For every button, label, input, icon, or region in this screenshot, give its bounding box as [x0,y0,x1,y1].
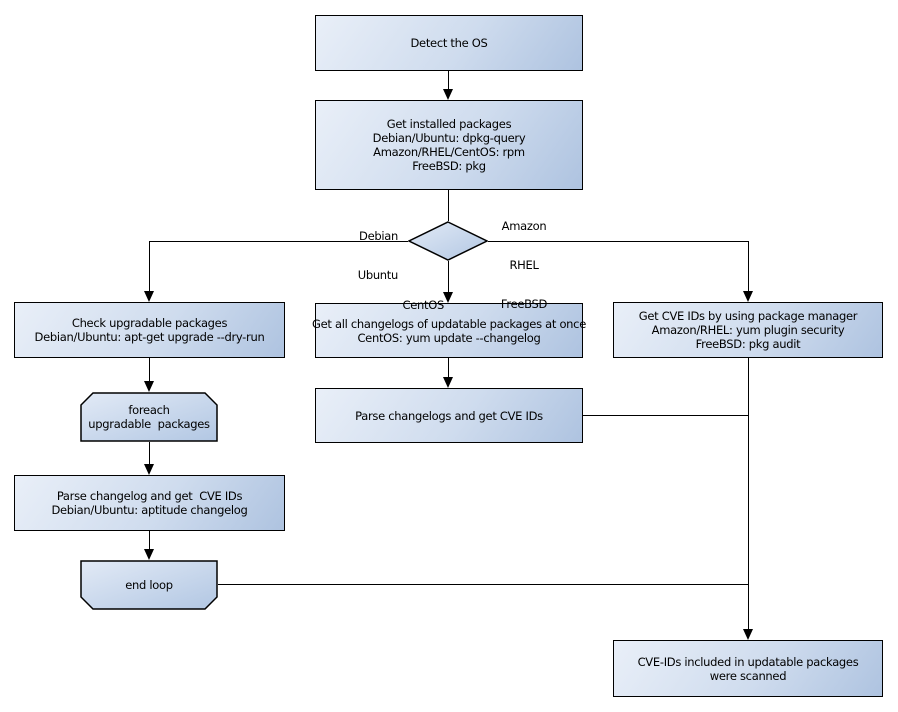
node-get-all-changelogs: Get all changelogs of updatable packages… [312,303,586,358]
node-check-upgradable: Check upgradable packages Debian/Ubuntu:… [14,302,285,358]
arrowhead [144,549,154,560]
node-get-installed-packages: Get installed packages Debian/Ubuntu: dp… [315,100,583,190]
node-scan-result-text: CVE-IDs included in updatable packages [637,654,859,669]
node-detect-os: Detect the OS [315,15,583,71]
connector [218,584,748,585]
node-parse-changelog: Parse changelog and get CVE IDs Debian/U… [14,475,285,531]
node-scan-result: CVE-IDs included in updatable packages w… [613,640,883,697]
loop-end-shape [80,560,218,610]
node-end-loop-text: end loop [125,578,173,592]
node-get-all-changelogs-text: CentOS: yum update --changelog [357,330,541,345]
connector [149,241,408,242]
connector [149,531,150,549]
arrowhead [443,292,453,303]
node-scan-result-text: were scanned [709,668,787,683]
edge-label-line: Debian [359,229,398,243]
connector [448,358,449,377]
connector [448,190,449,221]
arrowhead [144,464,154,475]
connector [448,261,449,292]
edge-label-line: FreeBSD [500,297,548,311]
loop-start-shape [80,392,218,442]
node-parse-changelog-text: Parse changelog and get CVE IDs [56,489,243,503]
edge-label-line: RHEL [509,258,539,272]
edge-label-line: Ubuntu [357,268,399,282]
node-parse-changelog-text: Debian/Ubuntu: aptitude changelog [51,503,248,517]
node-get-cve-ids-text: Amazon/RHEL: yum plugin security [651,323,845,337]
node-get-installed-packages-text: FreeBSD: pkg [412,159,486,173]
node-check-upgradable-text: Debian/Ubuntu: apt-get upgrade --dry-run [34,330,265,344]
node-get-installed-packages-text: Debian/Ubuntu: dpkg-query [372,131,526,145]
node-get-cve-ids-text: Get CVE IDs by using package manager [638,309,858,323]
node-parse-changelogs-text: Parse changelogs and get CVE IDs [355,408,543,423]
connector [748,241,749,291]
connector [583,415,748,416]
node-get-all-changelogs-text: Get all changelogs of updatable packages… [312,316,586,331]
arrowhead [144,291,154,302]
node-get-cve-ids-pkg-manager: Get CVE IDs by using package manager Ama… [613,302,883,358]
connector [748,358,749,629]
edge-label-amazon-rhel-freebsd: Amazon RHEL FreeBSD [493,194,555,337]
arrowhead [144,381,154,392]
diamond-shape [408,221,488,261]
node-foreach-text: foreach [128,403,170,417]
node-get-installed-packages-text: Get installed packages [386,117,512,131]
connector [149,442,150,464]
edge-label-line: CentOS [402,298,445,312]
edge-label-debian-ubuntu: Debian Ubuntu [328,204,399,308]
arrowhead [743,291,753,302]
node-get-installed-packages-text: Amazon/RHEL/CentOS: rpm [373,145,525,159]
edge-label-centos: CentOS [396,273,445,338]
node-get-cve-ids-text: FreeBSD: pkg audit [695,337,801,351]
node-foreach-text: upgradable packages [88,417,210,431]
node-detect-os-text: Detect the OS [410,36,488,50]
node-foreach-loop-start: foreach upgradable packages [80,392,218,442]
node-check-upgradable-text: Check upgradable packages [71,316,228,330]
node-end-loop: end loop [80,560,218,610]
arrowhead [443,377,453,388]
connector [448,71,449,91]
arrowhead [743,629,753,640]
arrowhead [443,89,453,100]
connector [149,358,150,381]
node-parse-changelogs: Parse changelogs and get CVE IDs [315,388,583,443]
edge-label-line: Amazon [501,219,547,233]
connector [149,241,150,291]
connector [488,241,748,242]
node-os-decision-diamond [408,221,488,261]
